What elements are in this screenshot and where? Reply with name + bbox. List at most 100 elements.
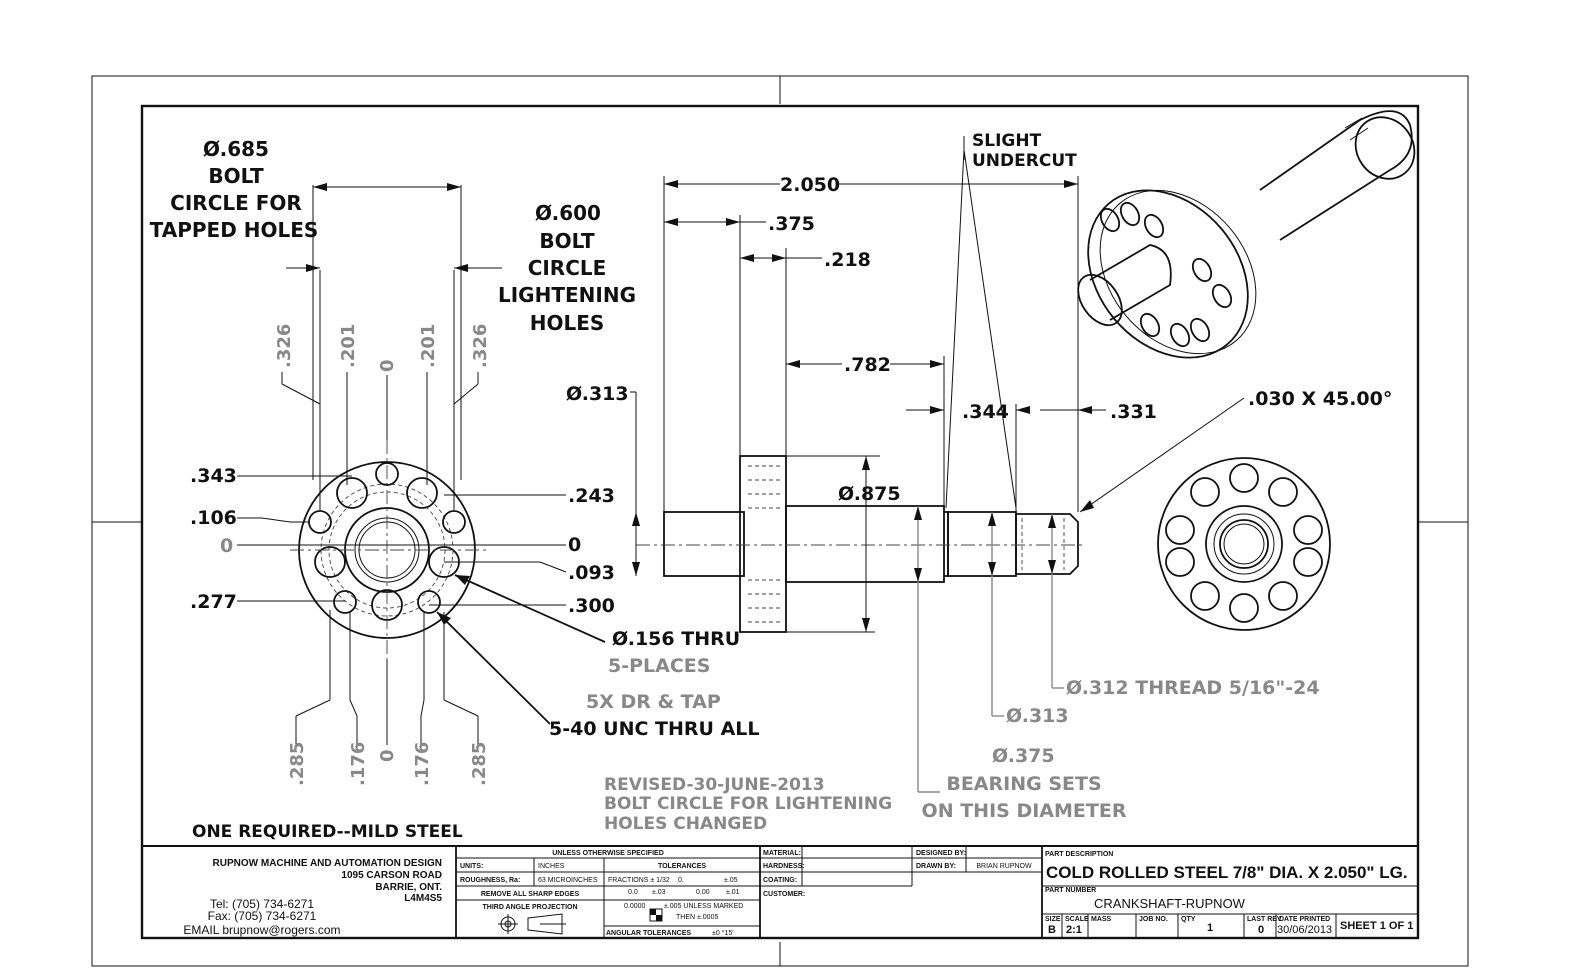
scale-value: 2:1: [1066, 924, 1082, 936]
lightening-bc-line3: CIRCLE: [528, 256, 607, 280]
tap-note-1: 5X DR & TAP: [586, 691, 721, 713]
roughness-label: ROUGHNESS, Ra:: [460, 877, 520, 884]
company-address: 1095 CARSON ROAD: [341, 870, 442, 881]
thru-note-1: Ø.156 THRU: [612, 628, 740, 650]
tapped-bc-line2: BOLT: [208, 164, 264, 188]
part-number: CRANKSHAFT-RUPNOW: [1094, 896, 1246, 911]
lightening-bc-line4: LIGHTENING: [498, 283, 636, 307]
contact-tel: Tel: (705) 734-6271: [210, 897, 314, 911]
left-ord-4: .277: [190, 591, 237, 613]
tol-05: ±.05: [724, 877, 738, 884]
angular-label: ANGULAR TOLERANCES: [606, 930, 691, 937]
tap-note-2: 5-40 UNC THRU ALL: [549, 718, 760, 740]
bottom-ord-4: .176: [412, 742, 433, 786]
dim-782: .782: [844, 354, 891, 376]
third-angle: THIRD ANGLE PROJECTION: [482, 904, 577, 911]
dim-331: .331: [1110, 401, 1157, 423]
drawn-by-label: DRAWN BY:: [916, 863, 956, 870]
top-ord-3: 0: [377, 359, 398, 372]
tol-005: ±.005 UNLESS MARKED: [664, 903, 743, 910]
lightening-bc-line2: BOLT: [539, 229, 595, 253]
tol-00: 0.0: [628, 889, 638, 896]
bearing-line1: BEARING SETS: [946, 773, 1101, 795]
date-label: DATE PRINTED: [1279, 916, 1330, 923]
thread-note: Ø.312 THREAD 5/16"-24: [1066, 677, 1320, 699]
left-ord-3: 0: [220, 535, 233, 557]
thru-note-2: 5-PLACES: [608, 655, 710, 677]
tolerances-label: TOLERANCES: [658, 863, 706, 870]
side-view: [630, 136, 1245, 793]
tapped-bc-line1: Ø.685: [203, 137, 269, 161]
dim-dia313-left: Ø.313: [566, 383, 629, 405]
part-description: COLD ROLLED STEEL 7/8" DIA. X 2.050" LG.: [1046, 863, 1408, 882]
fractions: FRACTIONS ± 1/32: [608, 877, 670, 884]
undercut-line1: SLIGHT: [972, 131, 1042, 151]
dim-375: .375: [768, 213, 815, 235]
lightening-bc-line5: HOLES: [530, 311, 605, 335]
contact-email: EMAIL brupnow@rogers.com: [183, 923, 340, 937]
material-note: ONE REQUIRED--MILD STEEL: [192, 822, 463, 842]
tapped-bc-line3: CIRCLE FOR: [170, 191, 302, 215]
qty-label: QTY: [1181, 916, 1196, 923]
part-num-label: PART NUMBER: [1045, 887, 1096, 894]
dim-dia375: Ø.375: [992, 745, 1055, 767]
part-desc-label: PART DESCRIPTION: [1045, 851, 1113, 858]
lightening-bc-line1: Ø.600: [535, 201, 601, 225]
revision-line2: BOLT CIRCLE FOR LIGHTENING: [604, 794, 892, 814]
company-name: RUPNOW MACHINE AND AUTOMATION DESIGN: [213, 858, 442, 869]
tapped-bc-line4: TAPPED HOLES: [150, 218, 319, 242]
top-ord-4: .201: [418, 324, 439, 368]
unless-specified: UNLESS OTHERWISE SPECIFIED: [552, 850, 664, 857]
isometric-view: [1077, 110, 1416, 359]
dim-dia313-right: Ø.313: [1006, 705, 1069, 727]
tol-000: 0.00: [696, 889, 710, 896]
size-label: SIZE: [1045, 916, 1061, 923]
tol-0000: 0.0000: [624, 903, 646, 910]
right-ord-1: .243: [568, 485, 615, 507]
rev-label: LAST REV: [1247, 916, 1282, 923]
material-label: MATERIAL:: [763, 850, 801, 857]
remove-edges: REMOVE ALL SHARP EDGES: [481, 891, 580, 898]
top-ord-2: .201: [338, 324, 359, 368]
top-ord-5: .326: [470, 324, 491, 368]
contact-fax: Fax: (705) 734-6271: [208, 909, 317, 923]
hardness-label: HARDNESS:: [763, 863, 805, 870]
company-postal: L4M4S5: [404, 893, 442, 904]
drawn-by: BRIAN RUPNOW: [976, 863, 1032, 870]
bottom-ord-5: .285: [469, 742, 490, 786]
qty-value: 1: [1207, 922, 1213, 934]
tol-01: ±.01: [726, 889, 740, 896]
roughness-value: 63 MICROINCHES: [538, 877, 598, 884]
units-label: UNITS:: [460, 863, 483, 870]
chamfer-note: .030 X 45.00°: [1248, 388, 1392, 410]
dim-overall: 2.050: [780, 174, 840, 196]
revision-line3: HOLES CHANGED: [604, 814, 767, 834]
mass-label: MASS: [1091, 916, 1112, 923]
right-ord-2: 0: [568, 534, 581, 556]
bottom-ord-3: 0: [377, 749, 398, 762]
bearing-line2: ON THIS DIAMETER: [922, 800, 1127, 822]
revision-line1: REVISED-30-JUNE-2013: [604, 775, 825, 795]
tol-0: 0.: [678, 877, 684, 884]
coating-label: COATING:: [763, 877, 797, 884]
dim-dia875: Ø.875: [838, 483, 901, 505]
job-label: JOB NO.: [1139, 916, 1168, 923]
left-ord-1: .343: [190, 465, 237, 487]
top-ord-1: .326: [274, 324, 295, 368]
tol-then: THEN ±.0005: [676, 914, 718, 921]
rev-value: 0: [1258, 924, 1264, 936]
end-view: [1157, 457, 1331, 631]
size-value: B: [1048, 924, 1056, 936]
dim-218: .218: [824, 249, 871, 271]
date-value: 30/06/2013: [1277, 924, 1332, 936]
company-city: BARRIE, ONT.: [375, 882, 442, 893]
left-ord-2: .106: [190, 507, 237, 529]
front-view: [237, 183, 606, 745]
right-ord-3: .093: [568, 562, 615, 584]
bottom-ord-1: .285: [287, 742, 308, 786]
title-block: [142, 845, 1418, 938]
scale-label: SCALE: [1065, 916, 1089, 923]
customer-label: CUSTOMER:: [763, 891, 805, 898]
undercut-line2: UNDERCUT: [972, 151, 1077, 171]
